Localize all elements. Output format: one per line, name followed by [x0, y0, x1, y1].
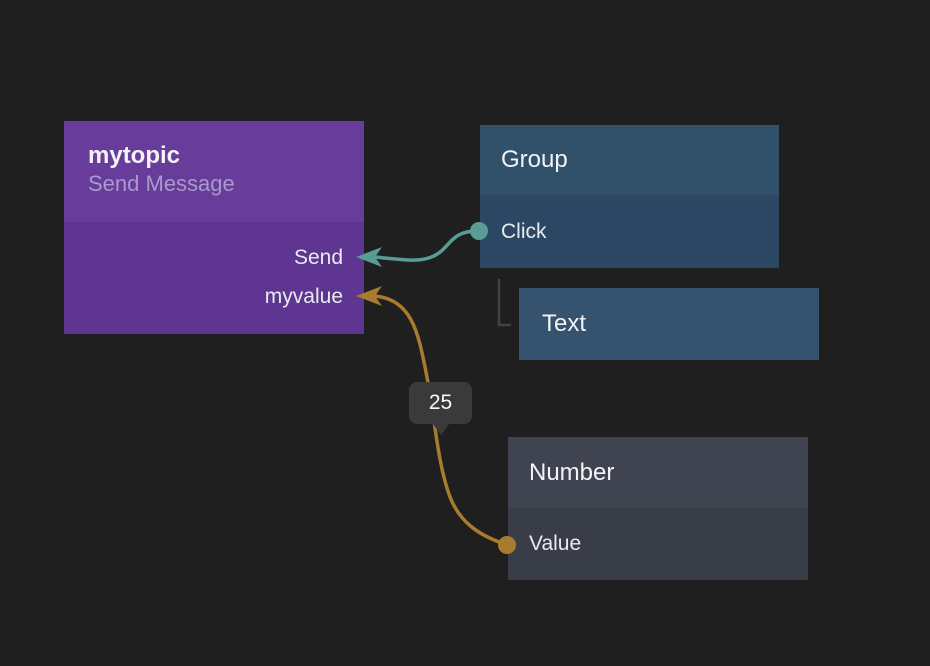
node-text[interactable]: Text — [519, 288, 819, 360]
node-send-message-body: Send myvalue — [64, 222, 364, 334]
child-connector-line — [497, 279, 511, 327]
connection-value-badge: 25 — [409, 382, 472, 424]
node-number-header: Number — [508, 437, 808, 508]
port-send-label: Send — [293, 245, 343, 269]
connection-value-text: 25 — [428, 391, 453, 414]
port-click[interactable]: Click — [480, 195, 779, 268]
node-send-message-subtitle: Send Message — [88, 171, 235, 196]
node-send-message[interactable]: mytopic Send Message Send myvalue — [64, 121, 364, 334]
node-send-message-title: mytopic — [88, 142, 181, 169]
port-click-label: Click — [501, 219, 547, 243]
node-group-header: Group — [480, 125, 779, 195]
node-group[interactable]: Group Click — [480, 125, 779, 268]
node-send-message-header: mytopic Send Message — [64, 121, 364, 222]
port-myvalue-label: myvalue — [264, 284, 343, 308]
wire-click-to-send[interactable] — [373, 229, 481, 262]
node-number-body: Value — [508, 508, 808, 580]
port-myvalue[interactable]: myvalue — [64, 277, 343, 316]
node-text-title: Text — [542, 310, 587, 337]
node-group-body: Click — [480, 195, 779, 268]
node-number-title: Number — [529, 458, 615, 486]
port-value[interactable]: Value — [508, 508, 808, 580]
node-number[interactable]: Number Value — [508, 437, 808, 580]
port-send[interactable]: Send — [64, 238, 343, 277]
node-group-title: Group — [501, 146, 568, 173]
port-value-label: Value — [529, 532, 582, 555]
